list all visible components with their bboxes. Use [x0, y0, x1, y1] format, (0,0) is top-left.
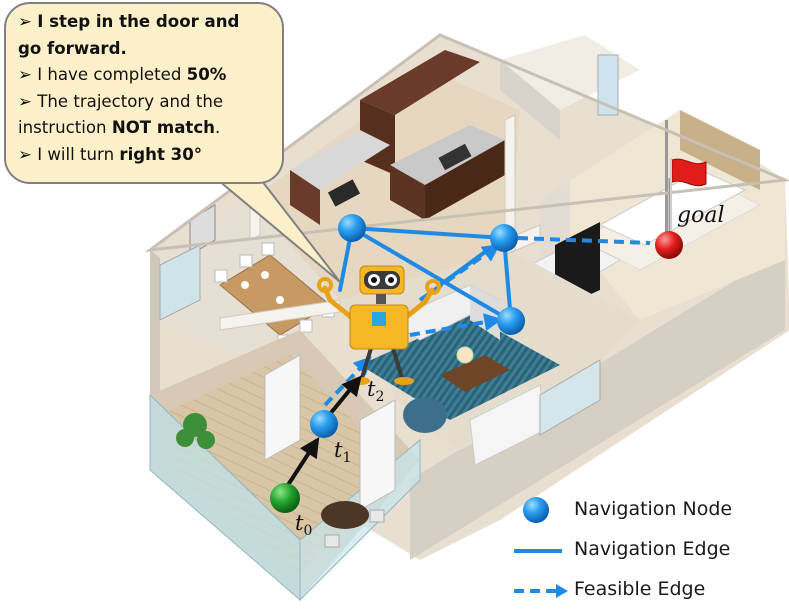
goal-node	[655, 231, 683, 259]
bubble-line-1: ➢ I step in the door and	[18, 12, 240, 31]
dining-glass-wall	[159, 244, 201, 321]
balcony-table	[321, 501, 369, 529]
bubble-line-3: ➢ I have completed 50%	[18, 65, 227, 84]
wall-top-edge	[144, 33, 789, 253]
legend-row-edge: Navigation Edge	[514, 536, 784, 566]
legend-row-node: Navigation Node	[514, 496, 784, 526]
thought-bubble: ➢ I step in the door and go forward. ➢ I…	[4, 2, 284, 184]
bedroom-wall-left	[540, 180, 570, 260]
legend-node-label: Navigation Node	[574, 498, 733, 520]
outer-wall-bottom	[410, 250, 785, 560]
kitchen-counter-front	[290, 170, 320, 225]
outer-wall-left	[150, 250, 160, 400]
navigation-edge	[350, 226, 513, 323]
feasible-edges	[323, 236, 651, 407]
feasible-edge	[323, 356, 372, 407]
bullet-icon: ➢	[18, 12, 32, 31]
t0-label: t0	[295, 511, 312, 539]
t2-label: t2	[367, 377, 384, 405]
navigation-node	[497, 307, 525, 335]
t1-label: t1	[334, 438, 351, 466]
bullet-icon: ➢	[18, 144, 32, 164]
floor-plan	[144, 33, 789, 602]
legend: Navigation Node Navigation Edge Feasible…	[514, 496, 784, 612]
feasible-edge	[409, 313, 503, 337]
goal-flag-icon	[671, 158, 707, 187]
bedroom-window-blinds	[680, 110, 760, 190]
kitchen-cabinet-upper	[360, 50, 480, 115]
goal-label: goal	[677, 203, 724, 228]
bullet-icon: ➢	[18, 91, 32, 111]
bullet-icon: ➢	[18, 65, 32, 84]
legend-node-icon	[523, 497, 549, 523]
legend-edge-icon	[514, 549, 562, 553]
feasible-edge	[517, 236, 651, 245]
navigation-nodes	[270, 214, 525, 513]
plant	[176, 413, 215, 449]
balcony-door-right	[359, 399, 396, 511]
legend-edge-label: Navigation Edge	[574, 538, 731, 560]
flag-pole	[665, 120, 668, 240]
coffee-table	[440, 355, 510, 392]
navigation-edge	[350, 226, 506, 240]
navigation-node-t1	[310, 410, 338, 438]
trajectory	[284, 375, 362, 490]
stove	[438, 143, 472, 171]
legend-feasible-icon	[514, 584, 568, 598]
oven	[327, 179, 361, 207]
kitchen-island-side	[425, 140, 505, 220]
kitchen-island-front	[390, 165, 425, 220]
navigation-node	[338, 214, 366, 242]
bubble-line-5: instruction NOT match.	[18, 118, 221, 137]
robot-body	[349, 304, 409, 350]
bubble-line-6: ➢ I will turn right 30°	[18, 144, 203, 164]
armchair	[403, 397, 447, 433]
living-window	[539, 359, 601, 436]
floor-lamp	[456, 346, 474, 364]
trajectory-arrow	[284, 436, 320, 490]
goal-marker	[655, 158, 707, 259]
kitchen-counter	[290, 130, 390, 190]
legend-feasible-label: Feasible Edge	[574, 578, 706, 600]
trajectory-arrow	[328, 375, 362, 416]
bathroom-wall	[500, 60, 560, 140]
balcony-chairs	[324, 509, 385, 548]
robot-agent	[317, 265, 441, 385]
bathroom-floor	[500, 35, 640, 110]
bathroom-window	[597, 54, 619, 116]
legend-row-feasible: Feasible Edge	[514, 576, 784, 606]
navigation-node	[490, 224, 518, 252]
kitchen-floor	[250, 70, 520, 300]
bubble-line-4: ➢ The trajectory and the	[18, 91, 224, 111]
start-node-t0	[270, 483, 300, 513]
bubble-line-2: go forward.	[18, 38, 127, 58]
